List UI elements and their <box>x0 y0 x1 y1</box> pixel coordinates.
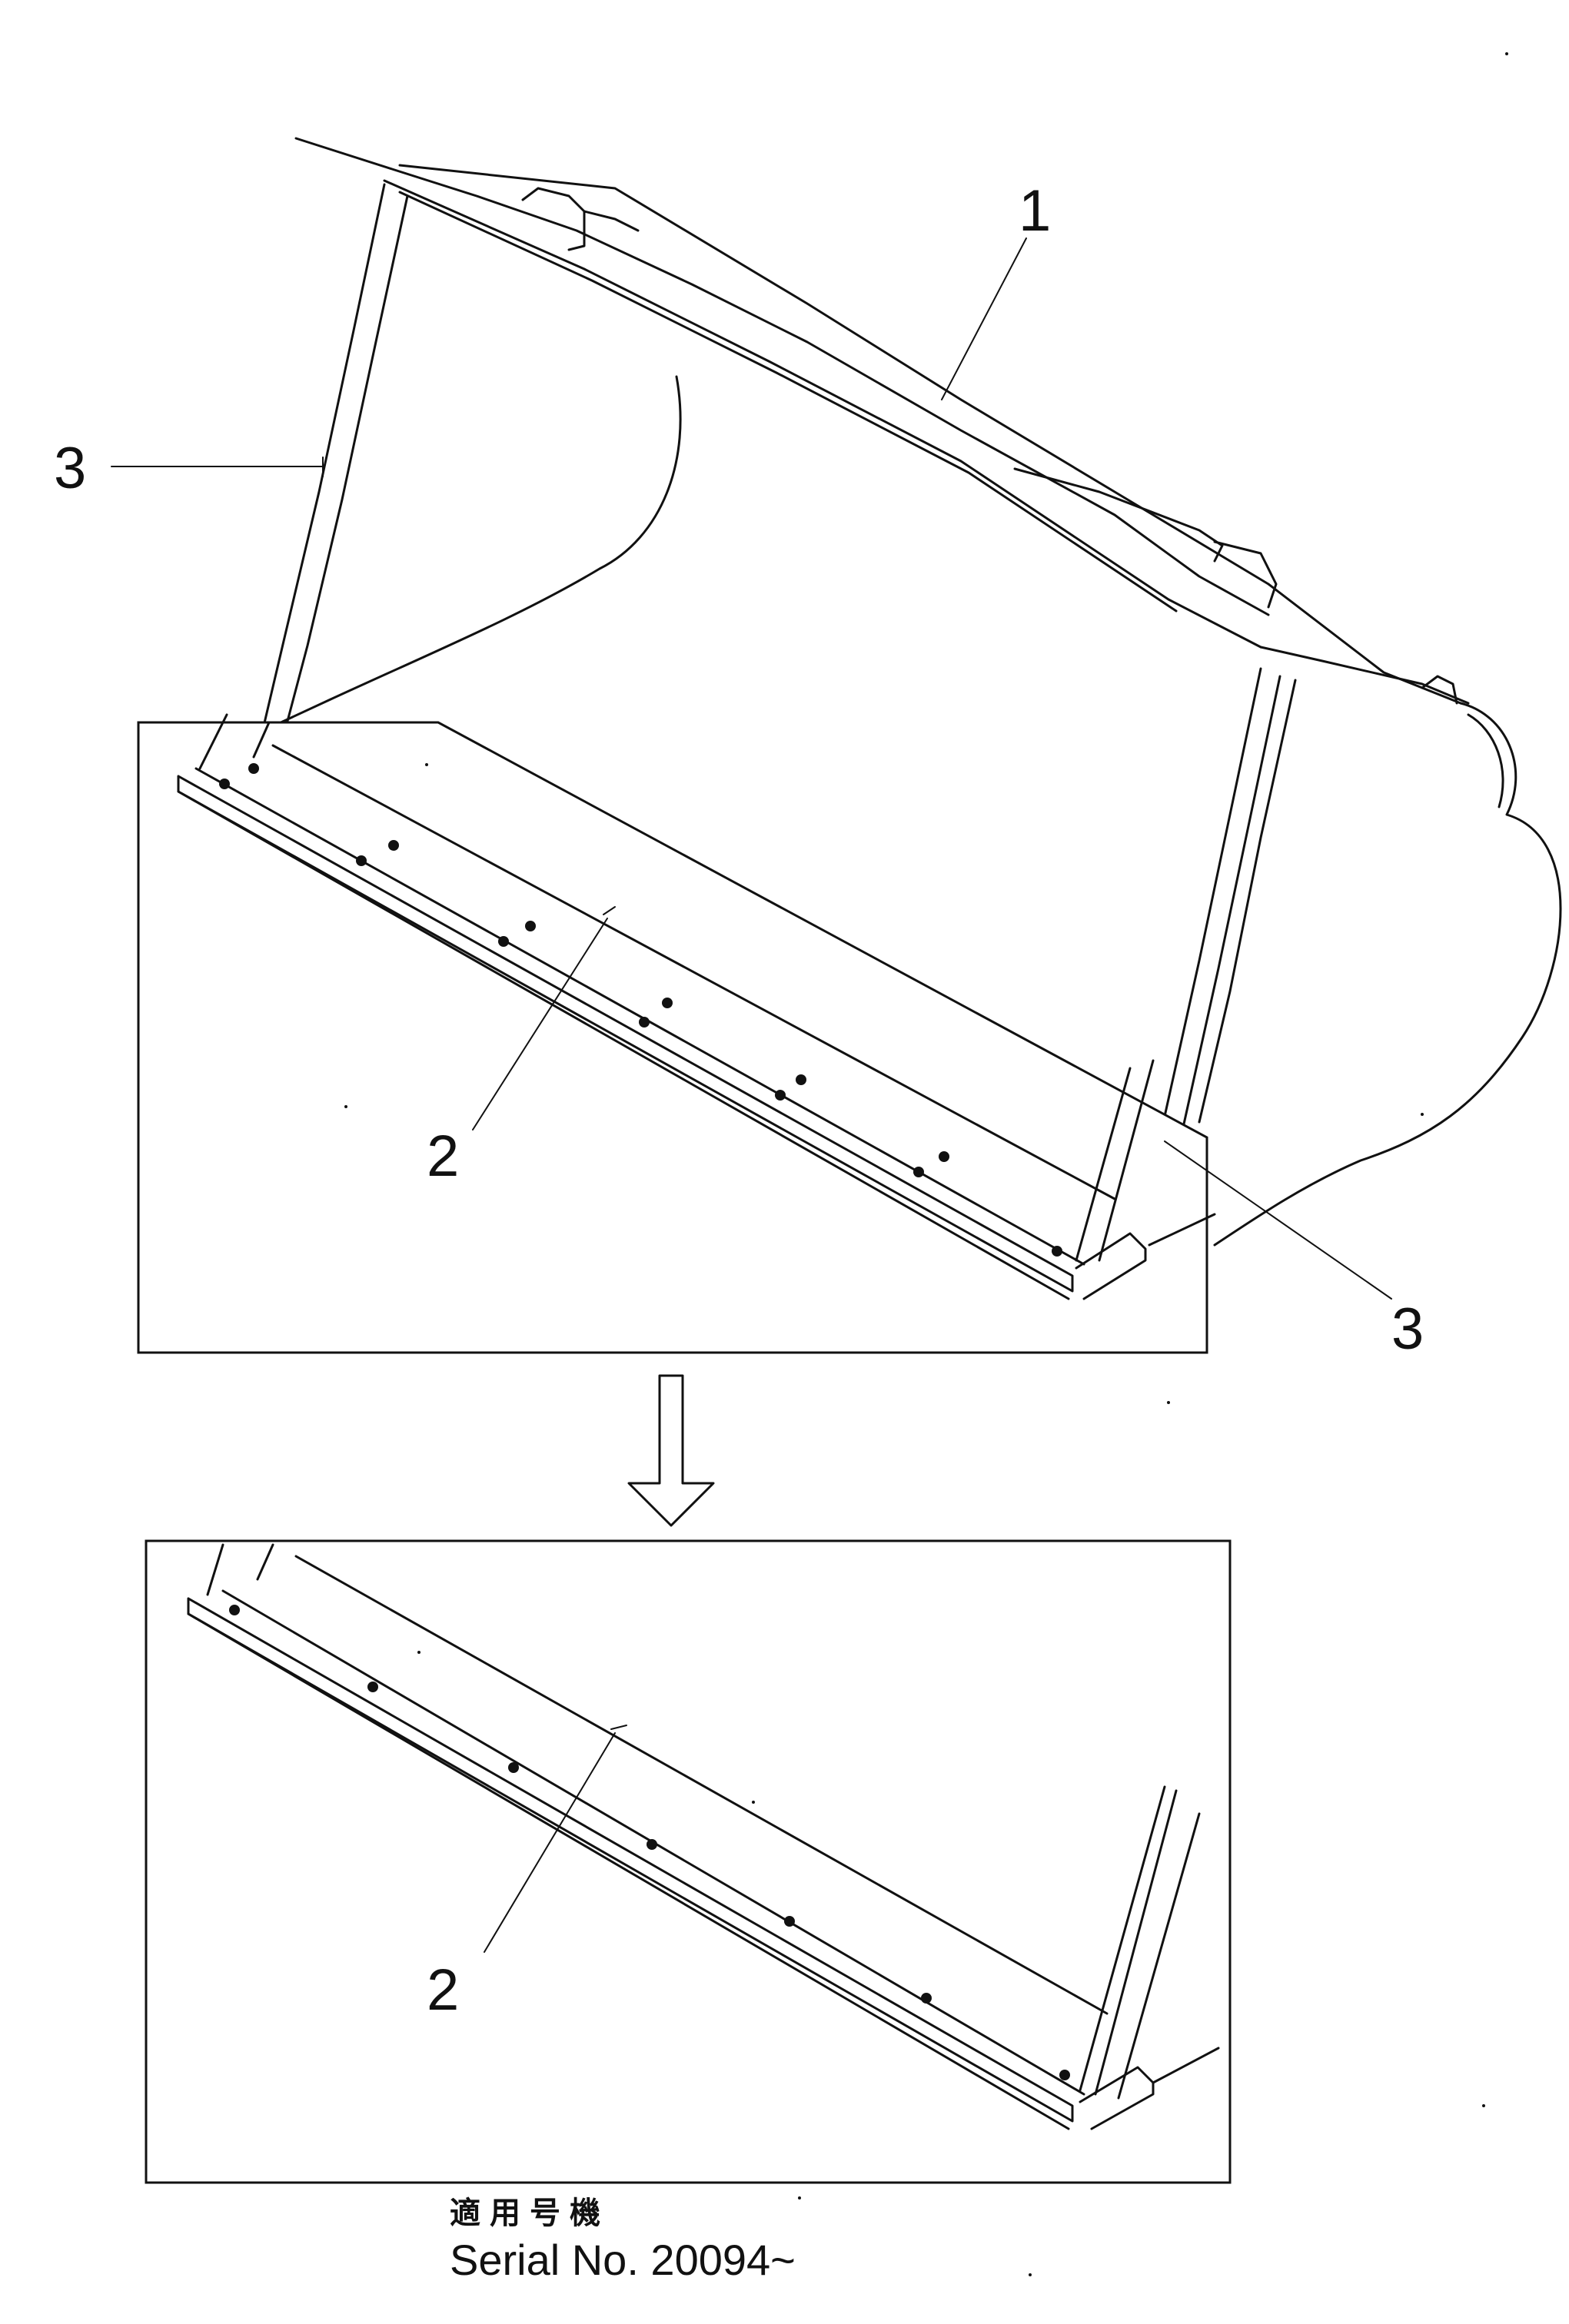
lower-detail-frame <box>145 1539 1232 2184</box>
serial-note-japanese: 適用号機 <box>450 2196 610 2231</box>
callout-part-2-upper: 2 <box>427 1124 459 1189</box>
scan-specks <box>344 52 1508 2276</box>
down-arrow-icon <box>627 1374 715 1527</box>
callout-part-3-right: 3 <box>1391 1296 1424 1362</box>
callout-part-3-left: 3 <box>54 436 86 501</box>
callout-part-1: 1 <box>1019 178 1051 244</box>
upper-detail-frame <box>137 713 1216 1354</box>
leader-lines <box>111 237 1392 1953</box>
callout-part-2-lower: 2 <box>427 1957 459 2023</box>
serial-note-english: Serial No. 20094~ <box>450 2236 796 2284</box>
